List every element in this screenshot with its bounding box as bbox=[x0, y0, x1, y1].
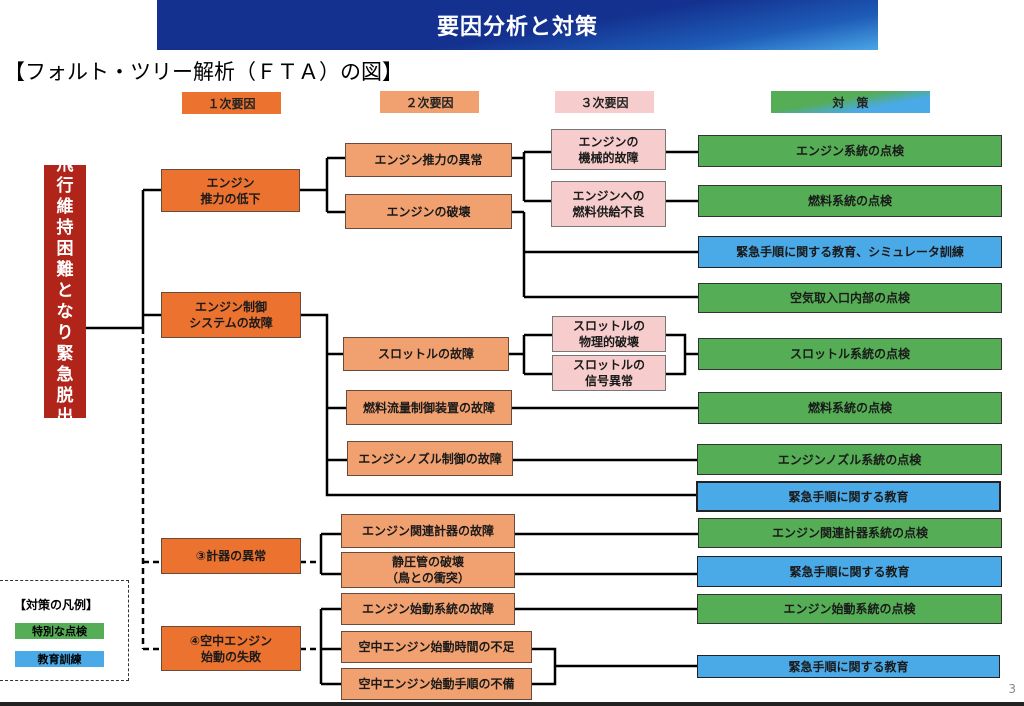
level3-mechanical-failure: エンジンの 機械的故障 bbox=[551, 129, 666, 170]
level3-throttle-physical-damage: スロットルの 物理的破壊 bbox=[552, 316, 666, 352]
level2-thrust-anomaly: エンジン推力の異常 bbox=[345, 143, 512, 177]
level2-engine-destruction: エンジンの破壊 bbox=[345, 194, 512, 229]
line-l2-2-out bbox=[512, 210, 698, 299]
legend-training: 教育訓練 bbox=[15, 651, 104, 667]
level2-engine-instrument-failure: エンジン関連計器の故障 bbox=[341, 514, 515, 548]
level1-engine-control-failure: エンジン制御 システムの故障 bbox=[161, 292, 301, 338]
root-char: 行 bbox=[56, 176, 74, 196]
level2-nozzle-control-failure: エンジンノズル制御の故障 bbox=[347, 441, 513, 476]
cm-nozzle-system-inspection: エンジンノズル系統の点検 bbox=[697, 444, 1002, 475]
header-level2: ２次要因 bbox=[380, 91, 479, 113]
level1-airstart-failure: ④空中エンジン 始動の失敗 bbox=[161, 626, 301, 671]
bottom-bar bbox=[0, 702, 1024, 706]
line-l1-3-branch bbox=[319, 532, 341, 576]
level1-instrument-anomaly: ③計器の異常 bbox=[161, 538, 301, 574]
cm-throttle-system-inspection: スロットル系統の点検 bbox=[698, 338, 1002, 370]
header-level1: １次要因 bbox=[182, 92, 281, 114]
root-char: 難 bbox=[56, 260, 74, 280]
legend-frame bbox=[0, 580, 129, 681]
line-l2-1-out bbox=[512, 150, 551, 203]
cm-start-system-inspection: エンジン始動系統の点検 bbox=[697, 594, 1002, 624]
legend-inspection: 特別な点検 bbox=[15, 623, 104, 639]
level1-engine-thrust-loss: エンジン 推力の低下 bbox=[161, 169, 300, 212]
cm-air-intake-inspection: 空気取入口内部の点検 bbox=[698, 283, 1002, 313]
root-char: 急 bbox=[56, 365, 74, 385]
root-char: 飛 bbox=[56, 155, 74, 175]
cm-emergency-education-3: 緊急手順に関する教育 bbox=[697, 655, 1000, 678]
cm-instrument-system-inspection: エンジン関連計器系統の点検 bbox=[698, 518, 1002, 548]
page-title: 要因分析と対策 bbox=[157, 0, 878, 50]
root-char: 維 bbox=[56, 197, 74, 217]
root-char: 出 bbox=[56, 407, 74, 427]
root-char: 緊 bbox=[56, 344, 74, 364]
cm-fuel-system-inspection-1: 燃料系統の点検 bbox=[698, 185, 1002, 217]
level2-start-procedure-deficient: 空中エンジン始動手順の不備 bbox=[341, 668, 532, 700]
legend-title: 【対策の凡例】 bbox=[14, 598, 99, 612]
level2-fuel-flow-control-failure: 燃料流量制御装置の故障 bbox=[346, 390, 512, 425]
line-l1-2-out bbox=[300, 313, 698, 497]
level3-throttle-signal-anomaly: スロットルの 信号異常 bbox=[552, 355, 666, 391]
page-number: 3 bbox=[1008, 682, 1016, 696]
root-char: と bbox=[56, 281, 74, 301]
line-throttle-l3-merge bbox=[666, 333, 698, 376]
root-char: り bbox=[56, 323, 74, 343]
cm-emergency-education-1: 緊急手順に関する教育 bbox=[696, 481, 1001, 512]
header-countermeasure: 対 策 bbox=[771, 91, 930, 113]
root-char: 困 bbox=[56, 239, 74, 259]
root-event: 飛行維持困難となり緊急脱出 bbox=[44, 155, 86, 427]
root-char: な bbox=[56, 302, 74, 322]
root-char: 脱 bbox=[56, 386, 74, 406]
line-l1-4-branch bbox=[319, 607, 341, 686]
level2-throttle-failure: スロットルの故障 bbox=[343, 337, 509, 371]
cm-emergency-education-2: 緊急手順に関する教育 bbox=[697, 556, 1002, 587]
level2-start-time-insufficient: 空中エンジン始動時間の不足 bbox=[341, 631, 532, 663]
cm-emergency-training-sim: 緊急手順に関する教育、シミュレータ訓練 bbox=[698, 236, 1002, 268]
cm-fuel-system-inspection-2: 燃料系統の点検 bbox=[698, 392, 1002, 424]
level2-static-tube-destruction: 静圧管の破壊 （鳥との衝突） bbox=[341, 552, 515, 588]
line-throttle-out bbox=[509, 333, 552, 376]
cm-engine-system-inspection: エンジン系統の点検 bbox=[698, 135, 1002, 167]
header-level3: ３次要因 bbox=[555, 91, 654, 113]
line-airstart-merge bbox=[532, 647, 697, 686]
root-char: 持 bbox=[56, 218, 74, 238]
diagram-subtitle: 【フォルト・ツリー解析（ＦＴＡ）の図】 bbox=[4, 60, 403, 84]
line-l1-1-out bbox=[300, 156, 345, 214]
level3-fuel-supply-failure: エンジンへの 燃料供給不良 bbox=[551, 181, 666, 227]
level2-start-system-failure: エンジン始動系統の故障 bbox=[341, 593, 515, 625]
